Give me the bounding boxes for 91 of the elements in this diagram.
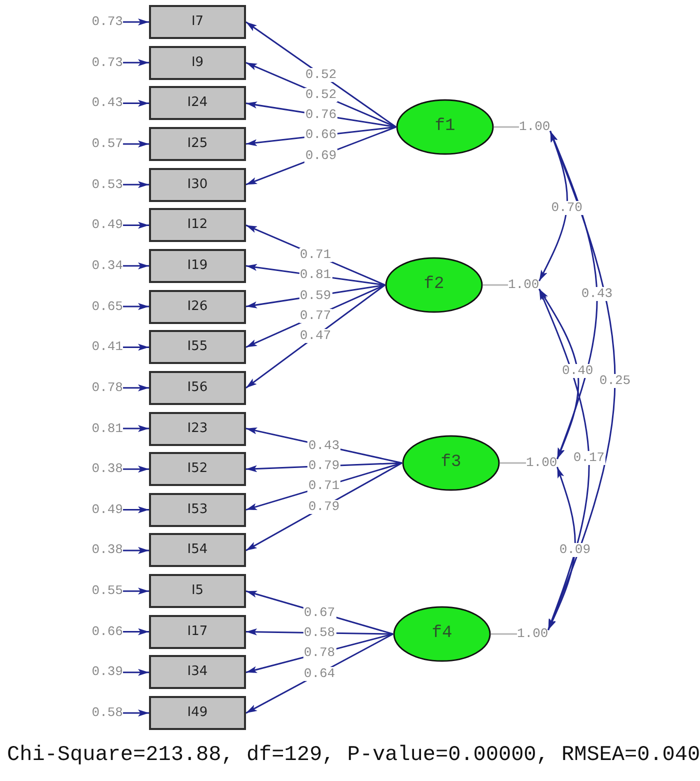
error-variance-value: 0.57 xyxy=(92,136,123,152)
edge-label: 0.77 xyxy=(298,309,332,324)
observed-variable-box: I34 xyxy=(149,655,246,690)
edge-label: 0.78 xyxy=(302,646,336,660)
latent-factor-ellipse: f4 xyxy=(393,606,491,662)
arrow xyxy=(123,303,149,310)
factor-variance-value: 1.00 xyxy=(519,119,550,135)
observed-variable-box: I53 xyxy=(149,492,246,527)
edge-label: 0.70 xyxy=(550,200,584,215)
arrow xyxy=(246,21,396,128)
edge-label: 0.25 xyxy=(598,374,632,388)
observed-variable-box: I17 xyxy=(149,614,246,649)
double-headed-arrow xyxy=(538,288,580,460)
observed-variable-box: I56 xyxy=(149,370,246,405)
factor-variance-value: 1.00 xyxy=(508,277,540,293)
observed-variable-box: I30 xyxy=(149,168,246,202)
edge-label: 0.52 xyxy=(304,68,338,82)
arrow xyxy=(123,466,149,473)
arrow xyxy=(123,18,149,26)
observed-variable-box: I23 xyxy=(149,412,246,446)
edge-label: 0.79 xyxy=(307,500,341,514)
observed-variable-box: I7 xyxy=(149,5,246,39)
latent-factor-ellipse: f1 xyxy=(396,99,494,155)
observed-variable-box: I25 xyxy=(149,126,246,161)
error-variance-value: 0.38 xyxy=(92,461,123,478)
observed-variable-box: I24 xyxy=(149,86,246,120)
observed-variable-box: I9 xyxy=(149,46,246,80)
latent-factor-ellipse: f2 xyxy=(385,257,483,313)
error-variance-value: 0.49 xyxy=(92,217,123,234)
connector-line xyxy=(491,633,517,635)
arrow xyxy=(123,588,149,595)
edge-label: 0.52 xyxy=(304,88,338,102)
arrow xyxy=(123,181,149,188)
edge-label: 0.17 xyxy=(572,451,606,466)
arrow xyxy=(123,262,149,270)
double-headed-arrow xyxy=(548,466,576,630)
arrow xyxy=(123,546,149,554)
error-variance-value: 0.41 xyxy=(92,339,123,356)
arrow xyxy=(123,710,149,717)
observed-variable-box: I54 xyxy=(149,533,246,568)
observed-variable-box: I5 xyxy=(149,574,246,608)
fit-statistics-caption: Chi-Square=213.88, df=129, P-value=0.00000, RMSEA=0.040 xyxy=(7,743,700,769)
observed-variable-box: I49 xyxy=(149,696,246,730)
observed-variable-box: I55 xyxy=(149,330,246,364)
error-variance-value: 0.58 xyxy=(92,705,123,722)
connector-line xyxy=(500,462,526,464)
double-headed-arrow xyxy=(538,288,590,630)
arrow xyxy=(123,140,149,148)
error-variance-value: 0.34 xyxy=(92,258,123,274)
error-variance-value: 0.66 xyxy=(92,624,123,640)
connector-line xyxy=(494,126,519,128)
error-variance-value: 0.73 xyxy=(92,54,123,71)
edge-label: 0.40 xyxy=(561,364,594,378)
error-variance-value: 0.49 xyxy=(92,502,123,518)
error-variance-value: 0.38 xyxy=(92,542,123,558)
edge-label: 0.43 xyxy=(307,438,341,453)
edge-label: 0.71 xyxy=(307,479,341,494)
edge-label: 0.69 xyxy=(304,148,338,163)
edge-label: 0.64 xyxy=(302,666,336,681)
arrow xyxy=(123,100,149,107)
edge-label: 0.67 xyxy=(302,606,336,620)
connector-line xyxy=(483,284,508,286)
arrow xyxy=(123,668,149,676)
error-variance-value: 0.43 xyxy=(92,95,123,112)
error-variance-value: 0.53 xyxy=(92,176,123,193)
arrow xyxy=(123,384,149,392)
factor-variance-value: 1.00 xyxy=(517,626,548,642)
edge-label: 0.09 xyxy=(558,542,592,557)
error-variance-value: 0.81 xyxy=(92,420,123,436)
arrow xyxy=(123,59,149,66)
double-headed-arrow xyxy=(538,130,568,282)
arrow xyxy=(123,344,149,351)
observed-variable-box: I12 xyxy=(149,208,246,242)
error-variance-value: 0.65 xyxy=(92,298,123,315)
error-variance-value: 0.73 xyxy=(92,14,123,30)
observed-variable-box: I26 xyxy=(149,290,246,324)
edge-label: 0.47 xyxy=(298,329,332,344)
error-variance-value: 0.78 xyxy=(92,380,123,396)
arrow xyxy=(123,425,149,432)
arrow xyxy=(246,284,386,388)
arrow xyxy=(123,222,149,229)
edge-label: 0.43 xyxy=(580,287,614,302)
factor-variance-value: 1.00 xyxy=(526,455,558,471)
error-variance-value: 0.55 xyxy=(92,583,123,600)
observed-variable-box: I19 xyxy=(149,248,246,283)
observed-variable-box: I52 xyxy=(149,452,246,486)
arrow xyxy=(123,628,149,636)
error-variance-value: 0.39 xyxy=(92,664,123,680)
edge-label: 0.71 xyxy=(298,248,332,262)
arrow xyxy=(123,506,149,514)
latent-factor-ellipse: f3 xyxy=(402,435,500,491)
